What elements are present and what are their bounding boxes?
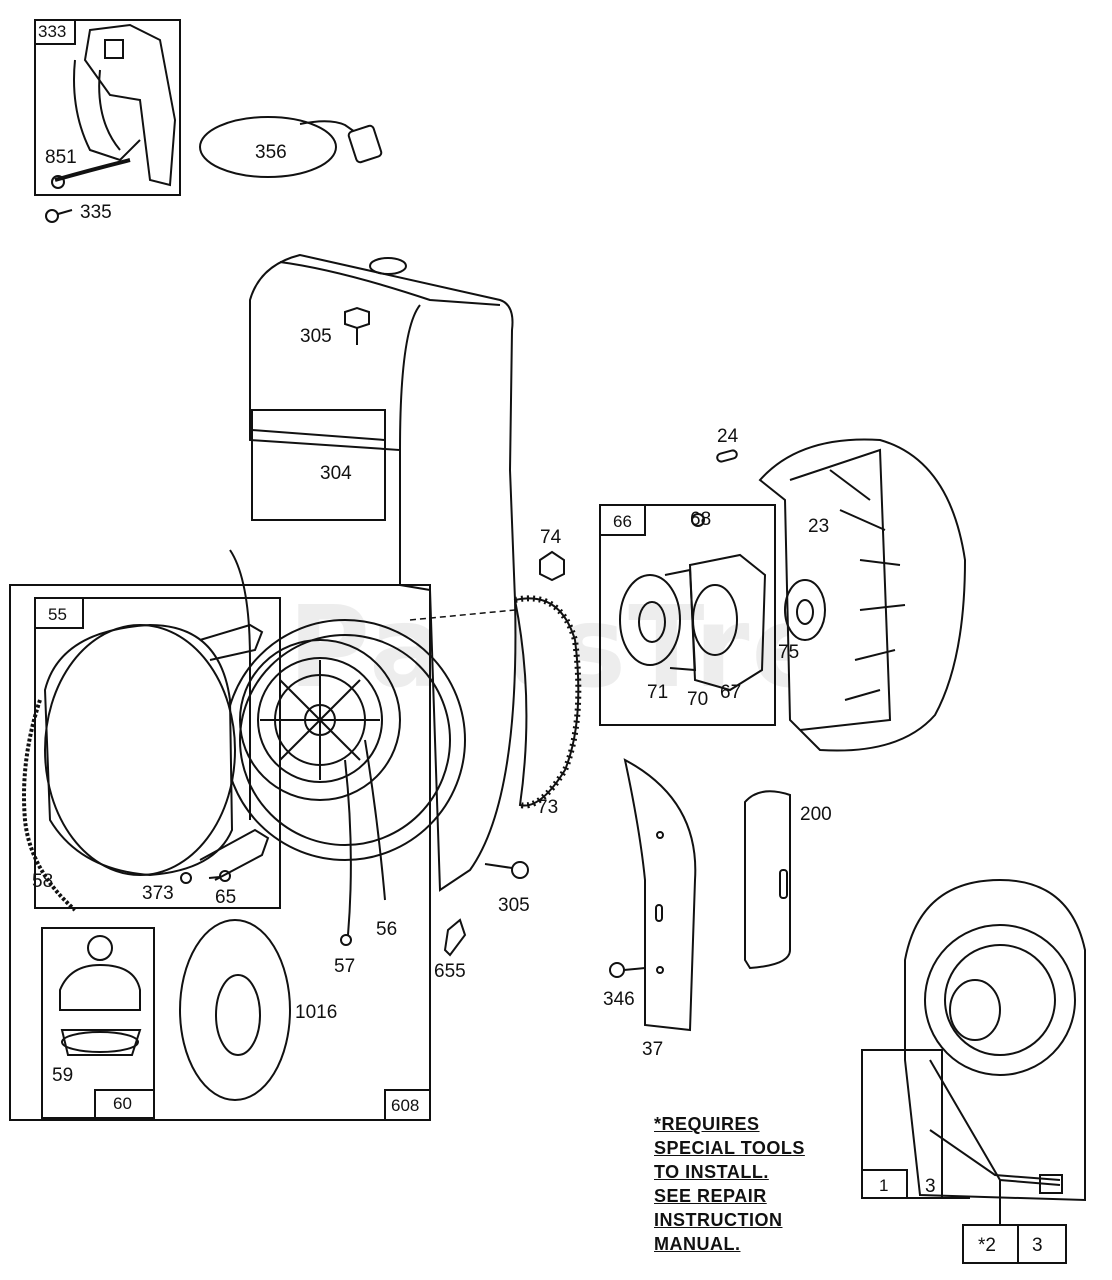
label-73: 73 (537, 797, 559, 818)
label-3-upper: 3 (925, 1176, 936, 1197)
nut-373 (180, 872, 192, 884)
note-line-2: SPECIAL TOOLS (654, 1138, 805, 1158)
label-304: 304 (320, 463, 352, 484)
label-75: 75 (778, 642, 800, 663)
washer-1016 (179, 919, 291, 1101)
note-line-4: SEE REPAIR (654, 1186, 767, 1206)
label-57: 57 (334, 956, 356, 977)
label-70: 70 (687, 689, 709, 710)
starter-box-608 (9, 584, 431, 1121)
label-1: 1 (879, 1176, 889, 1195)
label-74: 74 (540, 527, 562, 548)
ground-wire-356 (199, 116, 383, 178)
label-23: 23 (808, 516, 830, 537)
special-tools-note: *REQUIRES SPECIAL TOOLS TO INSTALL. SEE … (654, 1112, 854, 1256)
label-58: 58 (32, 871, 54, 892)
label-200: 200 (800, 804, 832, 825)
bolt-305-lower (484, 861, 529, 879)
armature-box (34, 19, 181, 196)
engine-block (904, 878, 1086, 1202)
label-373: 373 (142, 883, 174, 904)
bolt-305-top (344, 306, 370, 345)
label-333: 333 (38, 22, 67, 41)
starter-handle-59 (59, 935, 142, 1056)
rewind-starter (22, 623, 270, 912)
label-65: 65 (215, 887, 237, 908)
label-66: 66 (613, 512, 632, 531)
label-305-lower: 305 (498, 895, 530, 916)
note-line-3: TO INSTALL. (654, 1162, 769, 1182)
key-24 (716, 449, 738, 463)
label-851: 851 (45, 147, 77, 168)
armature-group (34, 19, 181, 196)
clip-655 (443, 918, 467, 957)
box-66 (599, 504, 776, 726)
label-68: 68 (690, 509, 712, 530)
label-56: 56 (376, 919, 398, 940)
label-59: 59 (52, 1065, 74, 1086)
label-3-lower: 3 (1032, 1235, 1043, 1256)
label-37: 37 (642, 1039, 664, 1060)
flywheel-23 (758, 438, 967, 752)
label-2: *2 (978, 1235, 996, 1256)
air-guide-37 (623, 758, 697, 1032)
label-24: 24 (717, 426, 739, 447)
label-1016: 1016 (295, 1002, 338, 1023)
box-55 (34, 597, 281, 909)
label-67: 67 (720, 682, 742, 703)
label-655: 655 (434, 961, 466, 982)
nut-74 (539, 550, 565, 582)
note-line-1: *REQUIRES (654, 1114, 760, 1134)
starter-pulley (239, 639, 401, 946)
rotating-screen-73 (513, 595, 582, 809)
note-line-6: MANUAL. (654, 1234, 741, 1254)
armature-coil (83, 23, 177, 187)
deflector-200 (744, 790, 791, 970)
label-55: 55 (48, 605, 67, 624)
screw-346 (609, 962, 646, 978)
note-line-5: INSTRUCTION (654, 1210, 783, 1230)
label-335: 335 (80, 202, 112, 223)
screw-335 (45, 209, 73, 223)
label-305-top: 305 (300, 326, 332, 347)
label-71: 71 (647, 682, 669, 703)
blower-housing (224, 253, 517, 892)
label-346: 346 (603, 989, 635, 1010)
label-60: 60 (113, 1094, 132, 1113)
label-608: 608 (391, 1096, 420, 1115)
starter-clutch (619, 513, 767, 692)
label-356: 356 (255, 142, 287, 163)
screw-65 (208, 870, 231, 882)
box-2-3 (962, 1224, 1067, 1264)
